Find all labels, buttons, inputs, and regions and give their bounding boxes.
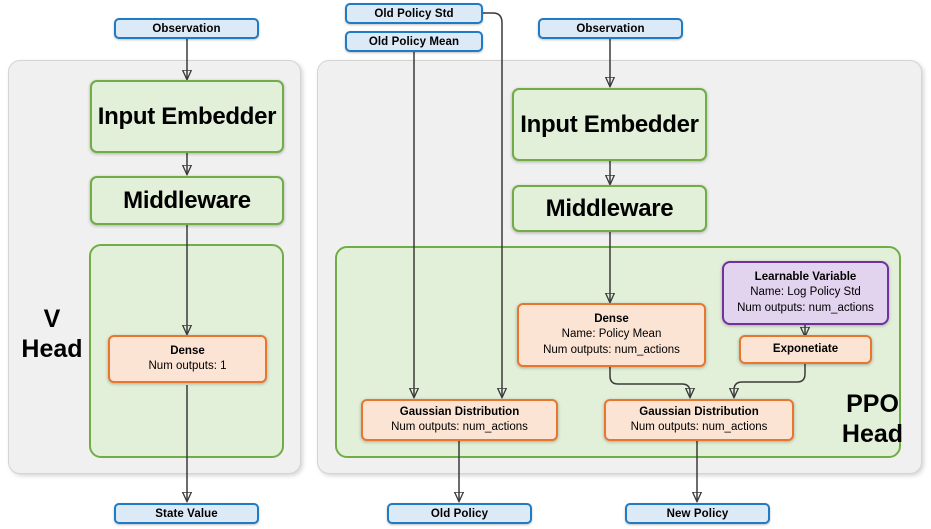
ppo-head-gaussian-distribution-old[interactable]: Gaussian Distribution Num outputs: num_a… <box>361 399 558 441</box>
output-new-policy-label: New Policy <box>666 507 729 520</box>
v-head-dense-num-outputs: Num outputs: 1 <box>148 360 227 372</box>
input-old-policy-mean[interactable]: Old Policy Mean <box>345 31 483 52</box>
input-observation-left[interactable]: Observation <box>114 18 259 39</box>
v-head-label: V Head <box>16 305 88 364</box>
v-head-middleware-title: Middleware <box>123 186 251 214</box>
output-old-policy-label: Old Policy <box>430 507 489 520</box>
output-old-policy[interactable]: Old Policy <box>387 503 532 524</box>
v-head-input-embedder-title: Input Embedder <box>97 102 277 130</box>
ppo-head-gaussian-new-num-outputs: Num outputs: num_actions <box>630 421 768 433</box>
v-head-label-line2: Head <box>21 334 83 363</box>
ppo-head-dense-policy-mean[interactable]: Dense Name: Policy Mean Num outputs: num… <box>517 303 706 367</box>
ppo-head-learnable-variable-name: Name: Log Policy Std <box>750 286 861 299</box>
ppo-head-gaussian-old-num-outputs: Num outputs: num_actions <box>391 421 528 433</box>
ppo-head-input-embedder-title: Input Embedder <box>520 110 699 138</box>
ppo-head-middleware-title: Middleware <box>545 194 674 222</box>
ppo-head-learnable-variable[interactable]: Learnable Variable Name: Log Policy Std … <box>722 261 889 325</box>
v-head-input-embedder[interactable]: Input Embedder <box>90 80 284 153</box>
input-observation-right-label: Observation <box>576 22 645 35</box>
ppo-head-dense-policy-mean-title: Dense <box>594 313 629 326</box>
ppo-head-gaussian-new-title: Gaussian Distribution <box>639 405 759 418</box>
ppo-head-exponetiate-title: Exponetiate <box>772 342 839 355</box>
input-old-policy-mean-label: Old Policy Mean <box>368 35 460 48</box>
output-new-policy[interactable]: New Policy <box>625 503 770 524</box>
input-old-policy-std-label: Old Policy Std <box>374 7 454 20</box>
ppo-head-label-line1: PPO <box>846 390 899 418</box>
output-state-value-label: State Value <box>155 507 218 520</box>
v-head-label-line1: V <box>43 305 61 333</box>
ppo-head-input-embedder[interactable]: Input Embedder <box>512 88 707 161</box>
ppo-head-label: PPO Head <box>830 390 915 449</box>
ppo-head-exponetiate[interactable]: Exponetiate <box>739 335 872 364</box>
ppo-head-learnable-variable-title: Learnable Variable <box>754 271 857 284</box>
v-head-middleware[interactable]: Middleware <box>90 176 284 225</box>
ppo-head-label-line2: Head <box>841 419 904 448</box>
output-state-value[interactable]: State Value <box>114 503 259 524</box>
v-head-dense[interactable]: Dense Num outputs: 1 <box>108 335 267 383</box>
input-observation-left-label: Observation <box>152 22 221 35</box>
ppo-head-dense-policy-mean-num-outputs: Num outputs: num_actions <box>543 343 680 356</box>
v-head-dense-title: Dense <box>170 344 205 357</box>
input-observation-right[interactable]: Observation <box>538 18 683 39</box>
input-old-policy-std[interactable]: Old Policy Std <box>345 3 483 24</box>
ppo-head-dense-policy-mean-name: Name: Policy Mean <box>561 328 662 341</box>
ppo-head-middleware[interactable]: Middleware <box>512 185 707 232</box>
ppo-head-gaussian-distribution-new[interactable]: Gaussian Distribution Num outputs: num_a… <box>604 399 794 441</box>
ppo-head-gaussian-old-title: Gaussian Distribution <box>399 405 520 418</box>
ppo-head-learnable-variable-num-outputs: Num outputs: num_actions <box>737 301 874 314</box>
